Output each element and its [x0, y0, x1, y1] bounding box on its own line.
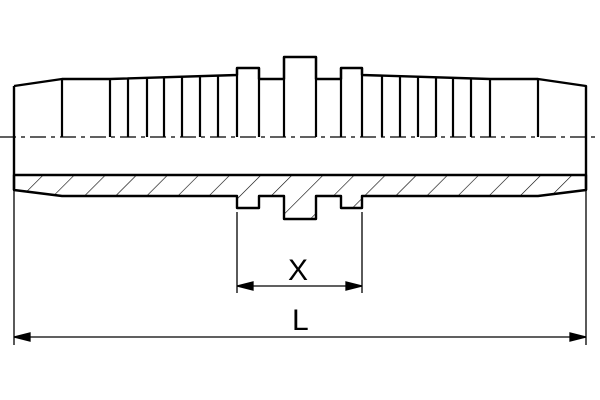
dimension-l-label: L	[292, 304, 309, 337]
barb-ribs-right	[380, 76, 540, 137]
dimension-x	[236, 281, 363, 291]
outer-profile	[12, 55, 588, 137]
section-hatch	[12, 173, 588, 221]
extension-lines	[13, 190, 587, 345]
dimension-x-label: X	[288, 254, 309, 287]
dimension-l	[13, 332, 587, 342]
barb-ribs-left	[60, 57, 364, 137]
